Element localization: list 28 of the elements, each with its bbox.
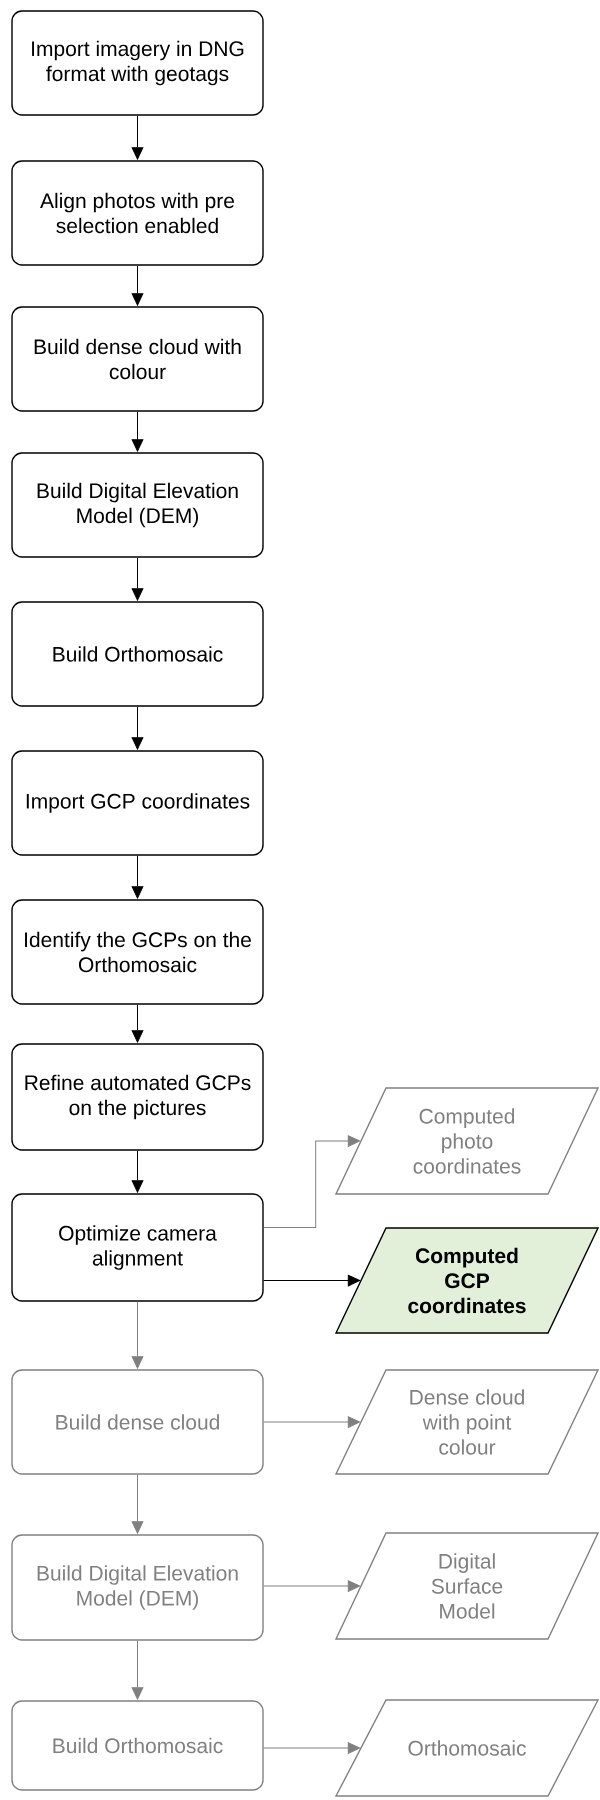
process-box: Optimize camera alignment (11, 1193, 264, 1302)
process-box: Build dense cloud with colour (11, 306, 264, 412)
arrow (131, 1004, 144, 1043)
arrow (263, 1135, 361, 1228)
arrow (131, 855, 144, 899)
process-box: Build Digital Elevation Model (DEM) (11, 452, 264, 558)
arrow (131, 265, 144, 306)
arrow (263, 1580, 361, 1592)
process-box: Identify the GCPs on the Orthomosaic (11, 899, 264, 1005)
arrow (131, 1474, 144, 1534)
arrow (263, 1274, 361, 1287)
process-box: Build dense cloud (11, 1369, 264, 1475)
arrow (131, 1301, 144, 1369)
arrow (131, 1150, 144, 1193)
process-box: Refine automated GCPs on the pictures (11, 1043, 264, 1151)
arrow (131, 115, 144, 160)
process-box: Build Orthomosaic (11, 601, 264, 707)
arrow (131, 1640, 144, 1700)
arrow (131, 557, 144, 601)
arrow (263, 1416, 361, 1428)
process-box: Align photos with pre selection enabled (11, 160, 264, 266)
process-box: Build Orthomosaic (11, 1700, 264, 1791)
process-box: Build Digital Elevation Model (DEM) (11, 1534, 264, 1641)
arrow (263, 1742, 361, 1754)
arrow (131, 706, 144, 750)
arrow (131, 411, 144, 452)
process-box: Import imagery in DNG format with geotags (11, 10, 264, 116)
process-box: Import GCP coordinates (11, 750, 264, 856)
